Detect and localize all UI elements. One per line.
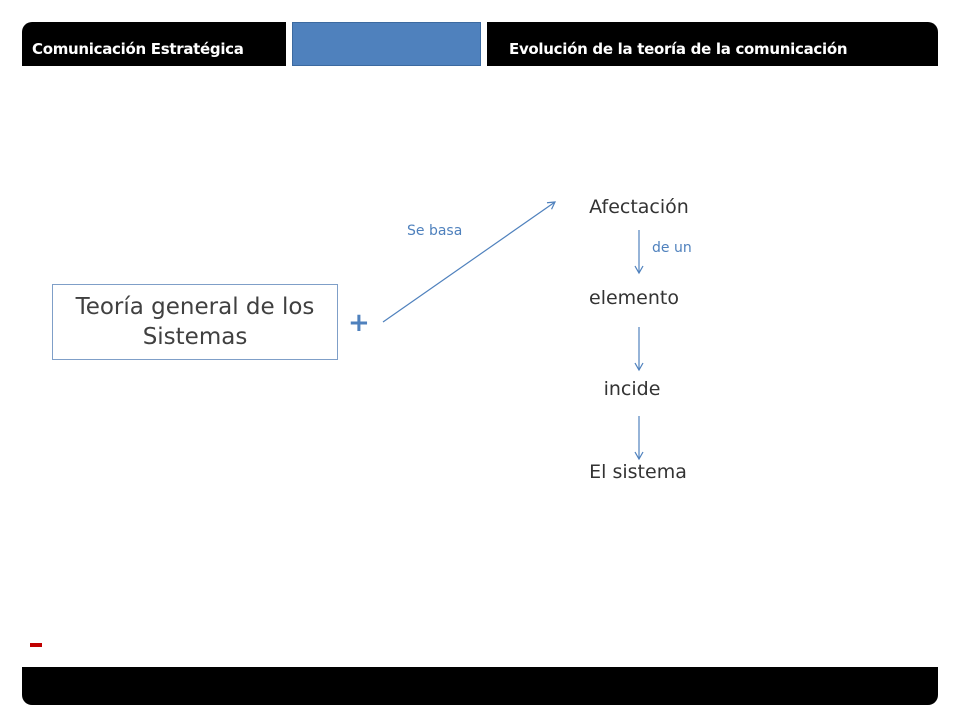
edge-label-se-basa: Se basa: [407, 223, 463, 239]
node-affectation: Afectación: [589, 196, 689, 218]
slide-title: Evolución de la teoría de la comunicació…: [509, 40, 848, 58]
footer-bar: [22, 667, 938, 705]
plus-sign: +: [348, 308, 370, 338]
node-incide: incide: [603, 378, 661, 400]
course-title: Comunicación Estratégica: [32, 40, 244, 58]
header-center-block: [292, 22, 481, 66]
node-system: El sistema: [589, 461, 687, 483]
node-element: elemento: [589, 287, 679, 309]
arrow-se-basa: [382, 201, 556, 323]
minus-sign: -: [30, 643, 42, 647]
header-left-bar: Comunicación Estratégica: [22, 22, 286, 66]
theory-box-label: Teoría general de los Sistemas: [75, 294, 315, 350]
minus-symbol-text: -: [30, 643, 31, 644]
header-right-bar: Evolución de la teoría de la comunicació…: [487, 22, 938, 66]
theory-box: Teoría general de los Sistemas: [52, 284, 338, 360]
edge-label-de-un: de un: [652, 240, 692, 256]
